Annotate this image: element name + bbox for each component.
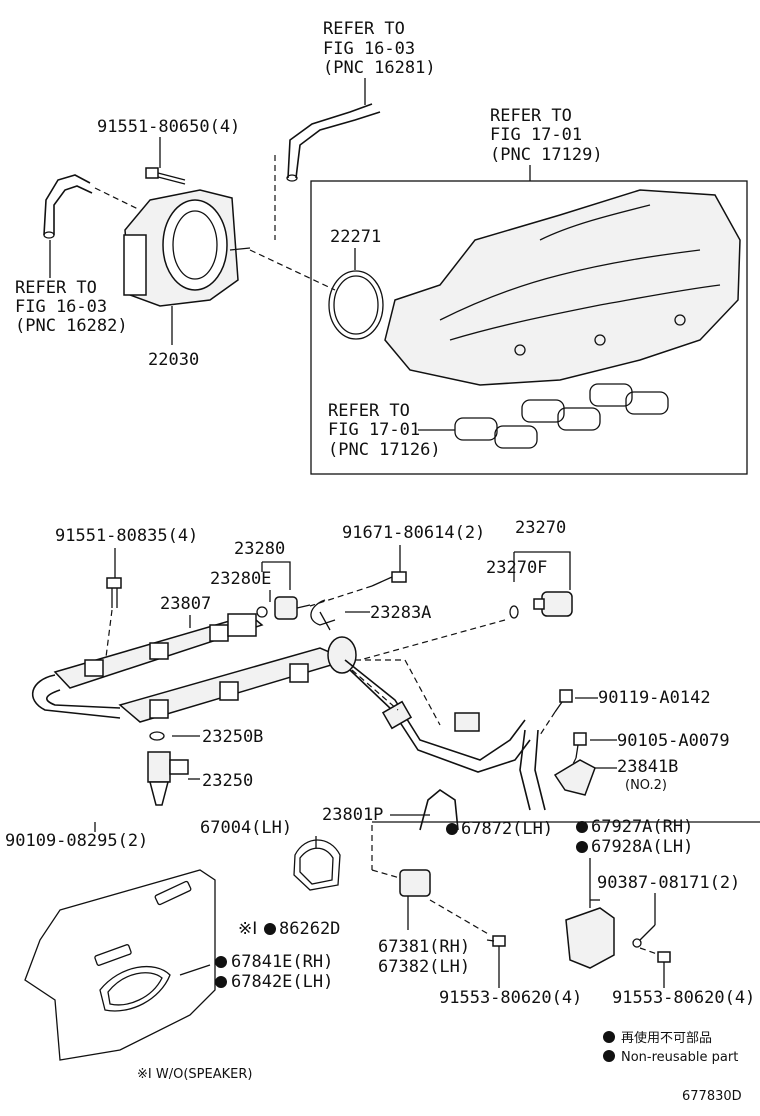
non-reusable-marker [264,923,276,935]
part-label-67381: 67381(RH) [378,937,470,957]
ref-fig-17-01-pnc-17129: REFER TO FIG 17-01 (PNC 17129) [490,106,603,181]
ref-fig-16-03-pnc-16281: REFER TO FIG 16-03 (PNC 16281) [323,19,436,105]
ref-line: FIG 16-03 [15,297,107,317]
part-label-67382: 67382(LH) [378,957,470,977]
ref-fig-16-03-pnc-16282: REFER TO FIG 16-03 (PNC 16282) [15,240,128,336]
fuel-delivery-pipe-lower [118,636,357,723]
intake-manifold [384,189,741,386]
throttle-body-gasket [328,270,384,340]
ref-line: FIG 16-03 [323,39,415,59]
bolt-icon [145,167,186,185]
part-label-23270: 23270 [515,518,566,538]
part-label-86262d-prefix: ※Ⅰ [238,919,257,939]
part-label-86262d: 86262D [279,919,340,939]
legend: 再使用不可部品 Non-reusable part [603,1030,738,1065]
fuel-tube [31,674,121,719]
part-label-23807: 23807 [160,594,211,614]
fuel-pulsation-damper [274,596,311,620]
intake-manifold-box [310,180,748,475]
throttle-body [123,189,251,307]
ref-line: REFER TO [328,401,410,421]
part-label-67927a: 67927A(RH) [591,817,693,837]
bolt-icon [106,577,122,608]
figure-id: 677830D [682,1089,742,1104]
part-label-67872: 67872(LH) [461,819,553,839]
fuel-pipe-clamp [553,759,596,796]
fuel-pressure-sensor [533,591,573,617]
non-reusable-marker [215,956,227,968]
non-reusable-marker [603,1050,615,1062]
part-label-67842e: 67842E(LH) [231,972,333,992]
part-label-23801p: 23801P [322,805,383,825]
quick-connector [381,700,480,732]
ventilation-hose-top [287,103,381,179]
part-label-91551-80835: 91551-80835(4) [55,526,198,546]
footnote: ※Ⅰ W/O(SPEAKER) [137,1067,252,1082]
part-label-22030: 22030 [148,350,199,370]
door-trim-panel [24,869,216,1061]
screw-icon [486,935,506,947]
part-label-67004: 67004(LH) [200,818,292,838]
o-ring-23270f [509,605,519,619]
bolt-icon [554,689,573,713]
ref-line: REFER TO [323,19,405,39]
ref-line: REFER TO [15,278,97,298]
part-label-67841e: 67841E(RH) [231,952,333,972]
ref-line: (PNC 17126) [328,440,441,460]
legend-non-reusable-en: Non-reusable part [621,1050,738,1065]
ref-line: (PNC 16281) [323,58,436,78]
part-label-22271: 22271 [330,227,381,247]
part-label-90109-08295: 90109-08295(2) [5,831,148,851]
bolt-icon [573,732,587,759]
non-reusable-marker [215,976,227,988]
door-panel-bracket [565,907,615,969]
ref-line: (PNC 16282) [15,316,128,336]
non-reusable-marker [603,1031,615,1043]
part-label-91553-80620-a: 91553-80620(4) [439,988,582,1008]
part-label-90387-08171: 90387-08171(2) [597,873,740,893]
part-label-90105-a0079: 90105-A0079 [617,731,730,751]
part-label-67928a: 67928A(LH) [591,837,693,857]
speaker-cover [293,839,341,891]
ref-line: (PNC 17129) [490,145,603,165]
part-label-23283a: 23283A [370,603,431,623]
fuel-delivery-pipe-upper [53,613,264,689]
screw-icon [657,951,671,963]
non-reusable-marker [576,841,588,853]
bolt-icon [371,571,407,587]
part-label-23270f: 23270F [486,558,547,578]
part-label-23280: 23280 [234,539,285,559]
ref-line: REFER TO [490,106,572,126]
door-hinge-part [399,869,431,897]
cushion-icon [632,938,642,948]
ref-fig-17-01-pnc-17126: REFER TO FIG 17-01 (PNC 17126) [328,401,455,460]
part-label-23841b-note: (NO.2) [625,778,667,793]
ventilation-hose-left [43,174,93,236]
fuel-injector [147,751,189,806]
ref-line: FIG 17-01 [490,125,582,145]
injector-o-ring [149,731,165,741]
o-ring-23280e [256,606,268,618]
manifold-gaskets [454,383,669,449]
part-label-23841b: 23841B [617,757,678,777]
part-label-90119-a0142: 90119-A0142 [598,688,711,708]
ref-line: FIG 17-01 [328,420,420,440]
legend-non-reusable-jp: 再使用不可部品 [621,1030,712,1046]
part-label-91553-80620-b: 91553-80620(4) [612,988,755,1008]
part-label-23250b: 23250B [202,727,263,747]
fuel-pipe-clip [310,599,336,631]
non-reusable-marker [446,823,458,835]
part-label-91551-80650: 91551-80650(4) [97,117,240,137]
part-label-23280e: 23280E [210,569,271,589]
part-label-91671-80614: 91671-80614(2) [342,523,485,543]
part-label-23250: 23250 [202,771,253,791]
non-reusable-marker [576,821,588,833]
